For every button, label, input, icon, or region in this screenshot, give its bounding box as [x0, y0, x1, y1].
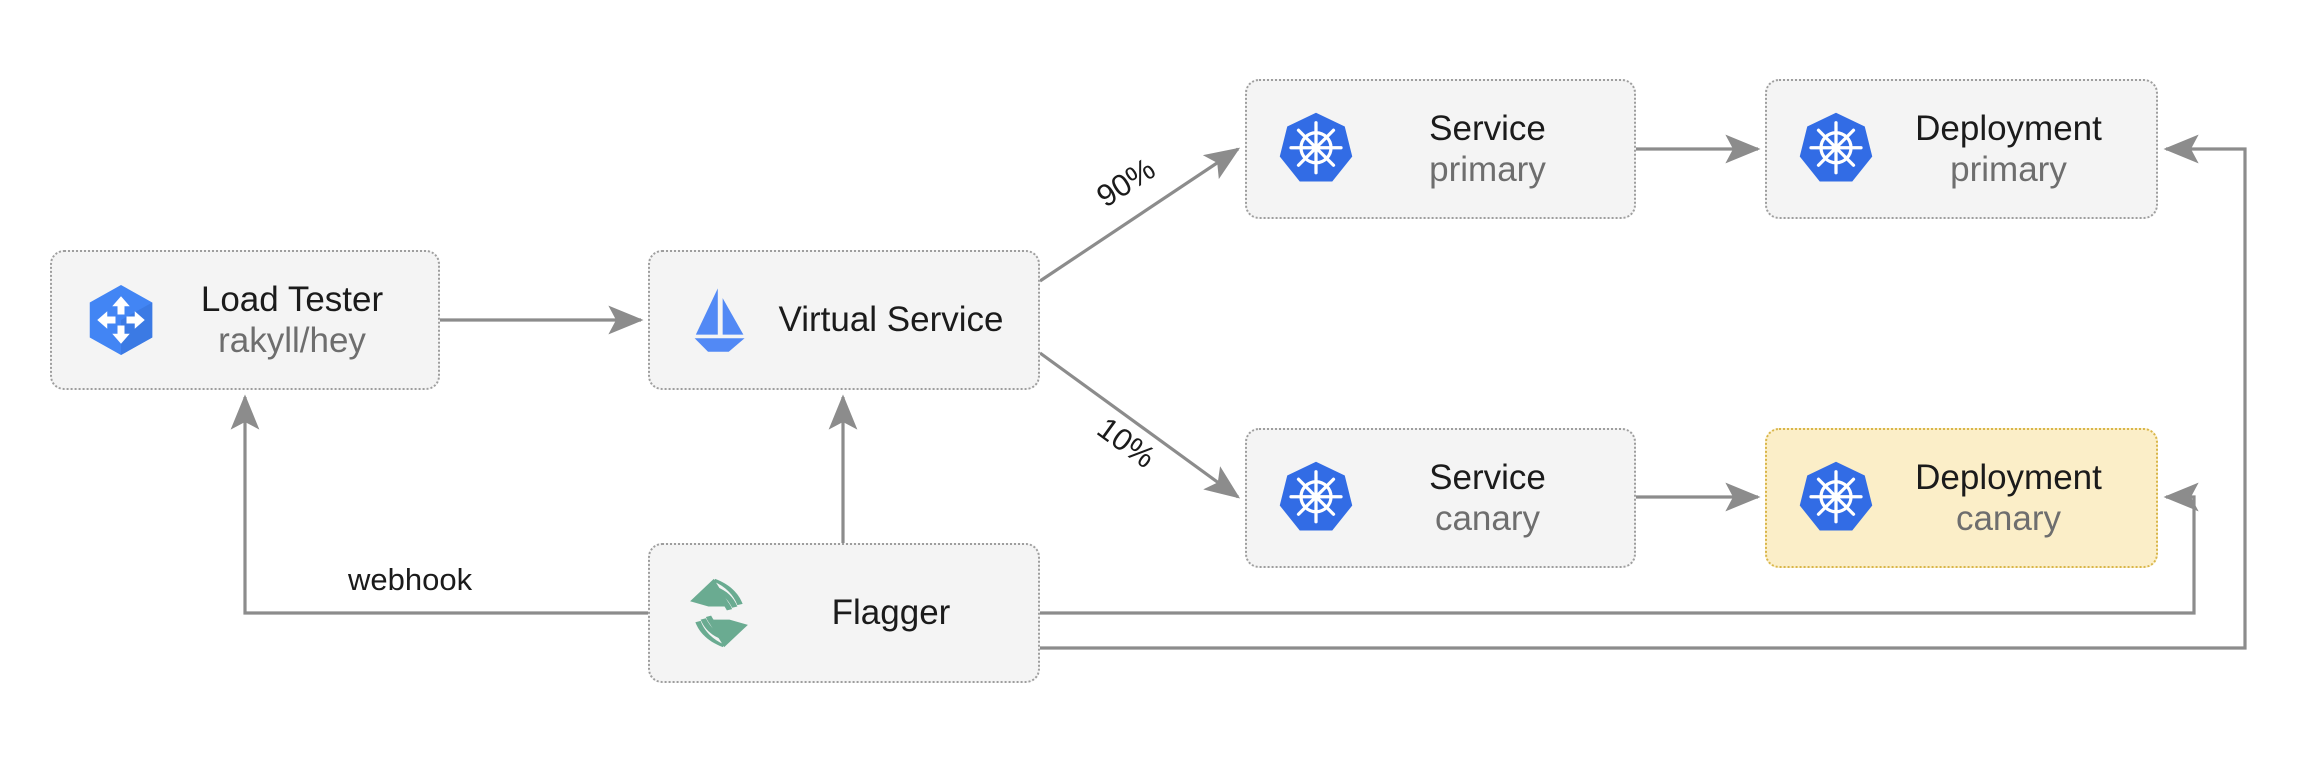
node-deployment-canary-text: Deployment canary [1879, 457, 2156, 540]
node-title: Virtual Service [778, 300, 1004, 340]
node-service-canary[interactable]: Service canary [1245, 428, 1636, 568]
node-title: Load Tester [200, 279, 384, 319]
load-tester-icon [78, 277, 164, 363]
node-deployment-primary[interactable]: Deployment primary [1765, 79, 2158, 219]
istio-sailboat-icon [676, 277, 762, 363]
node-load-tester[interactable]: Load Tester rakyll/hey [50, 250, 440, 390]
kubernetes-icon [1793, 455, 1879, 541]
node-subtitle: rakyll/hey [218, 321, 366, 360]
node-title: Deployment [1915, 108, 2102, 148]
node-flagger[interactable]: Flagger [648, 543, 1040, 683]
node-service-canary-text: Service canary [1359, 457, 1634, 540]
edge-label-webhook: webhook [348, 562, 473, 597]
node-title: Deployment [1915, 457, 2102, 497]
kubernetes-icon [1793, 106, 1879, 192]
node-subtitle: canary [1955, 499, 2062, 538]
kubernetes-icon [1273, 106, 1359, 192]
node-subtitle: canary [1434, 499, 1541, 538]
node-title: Service [1429, 457, 1546, 497]
edge-virtual-service-to-service-canary [1039, 351, 1241, 499]
edge-flagger-to-deployment-canary [1040, 482, 2199, 615]
node-deployment-canary[interactable]: Deployment canary [1765, 428, 2158, 568]
kubernetes-icon [1273, 455, 1359, 541]
node-deployment-primary-text: Deployment primary [1879, 108, 2156, 191]
node-subtitle: primary [1950, 150, 2067, 189]
node-subtitle: primary [1429, 150, 1546, 189]
node-service-primary[interactable]: Service primary [1245, 79, 1636, 219]
flagger-icon [676, 570, 762, 656]
edge-flagger-to-deployment-primary [1040, 134, 2247, 650]
node-title: Flagger [831, 593, 951, 633]
edge-virtual-service-to-service-primary [1039, 147, 1241, 283]
node-title: Service [1429, 108, 1546, 148]
edge-flagger-to-load-tester-webhook [230, 394, 648, 615]
node-virtual-service-text: Virtual Service [762, 299, 1038, 340]
node-service-primary-text: Service primary [1359, 108, 1634, 191]
node-virtual-service[interactable]: Virtual Service [648, 250, 1040, 390]
node-flagger-text: Flagger [762, 592, 1038, 633]
node-load-tester-text: Load Tester rakyll/hey [164, 279, 438, 362]
